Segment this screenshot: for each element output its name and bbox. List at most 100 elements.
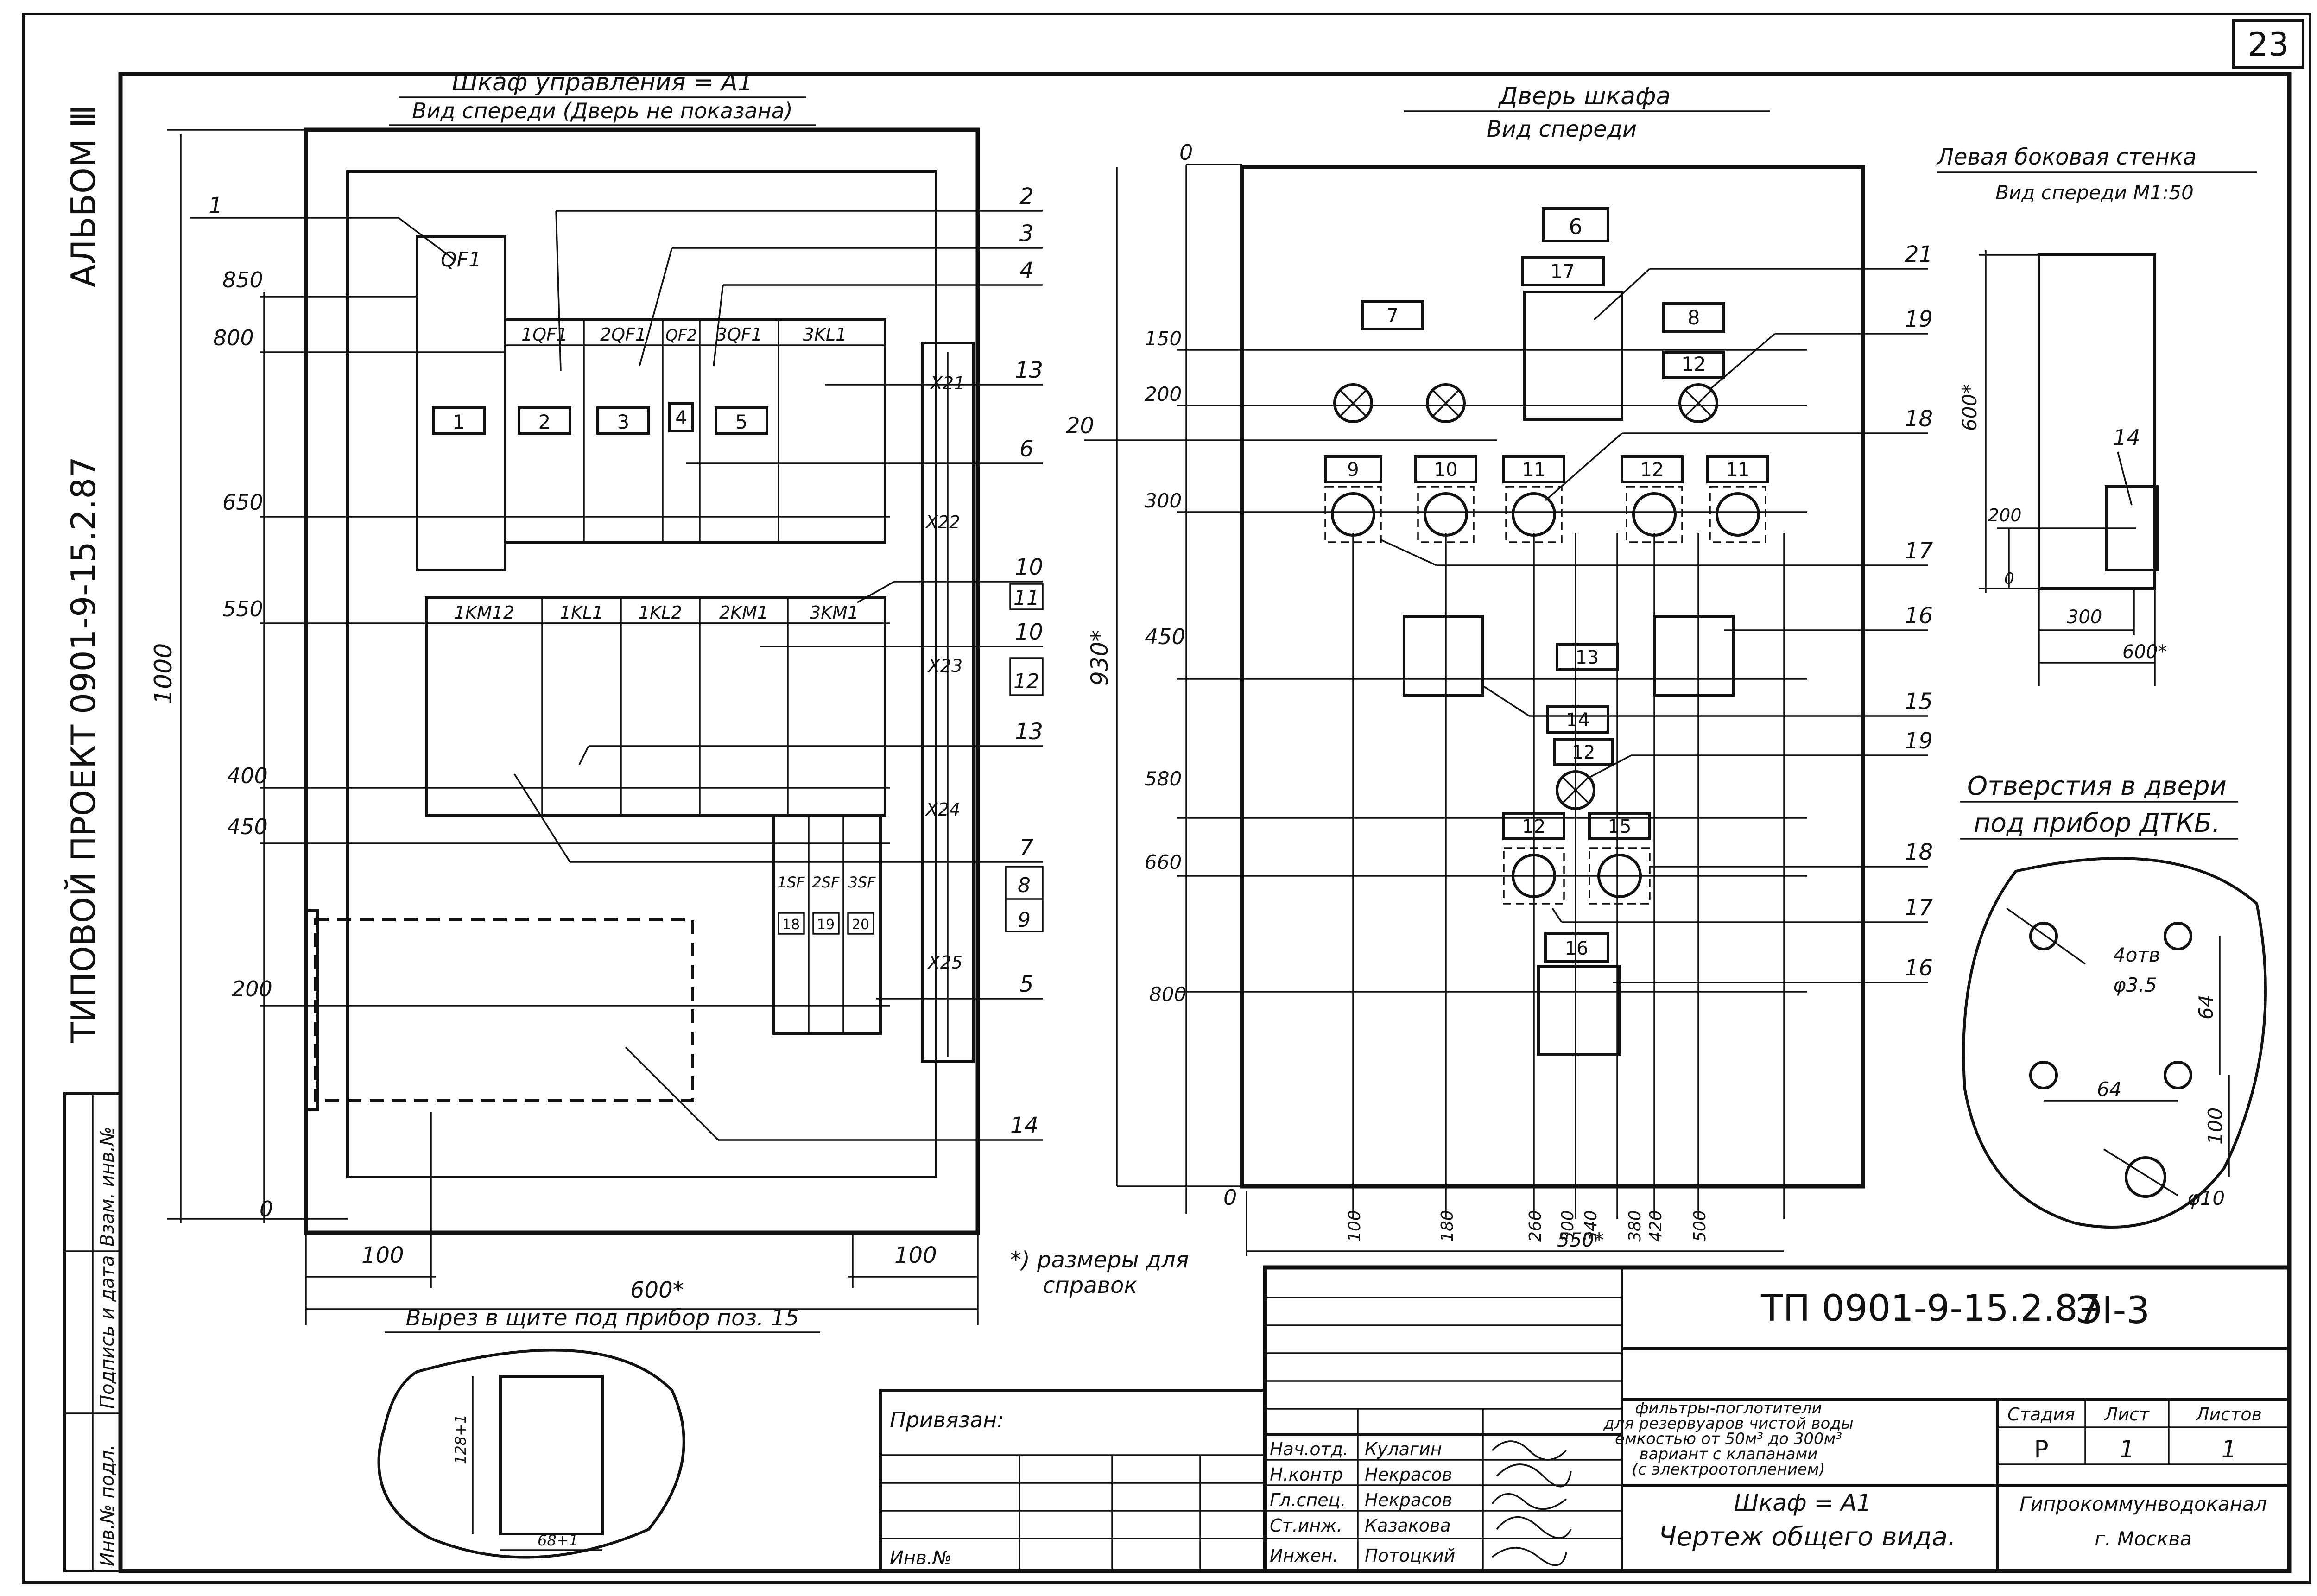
door-box-12d: 12: [1522, 816, 1546, 837]
note-line1: *) размеры для: [1010, 1247, 1189, 1273]
dim-650: 650: [222, 490, 263, 515]
door-box-8: 8: [1688, 306, 1700, 329]
sf-num-19: 19: [817, 917, 835, 933]
front-title: Шкаф управления = А1: [452, 69, 753, 96]
door-dim-300: 300: [1145, 489, 1182, 512]
module-qf2: QF2: [665, 326, 697, 345]
org-2: г. Москва: [2095, 1527, 2192, 1550]
dim-550: 550: [222, 596, 263, 621]
module-2qf1: 2QF1: [600, 324, 646, 345]
box-5: 5: [735, 411, 748, 433]
inner-frame: [118, 72, 2292, 1573]
leader-10a: 10: [1015, 554, 1043, 580]
sf-num-18: 18: [782, 917, 800, 933]
leader-1: 1: [209, 193, 223, 219]
door-bdim-340: 340: [1582, 1210, 1601, 1242]
leader-8: 8: [1018, 874, 1031, 897]
door-zero-top: 0: [1179, 140, 1193, 165]
sheet-code: ЭI-3: [2076, 1289, 2150, 1332]
door-bdim-500: 500: [1690, 1210, 1709, 1242]
module-3kl1: 3KL1: [803, 324, 847, 345]
hole-icon: [2164, 922, 2192, 950]
module-1sf: 1SF: [777, 874, 805, 891]
role-2: Н.контр: [1270, 1464, 1343, 1485]
door-box-12b: 12: [1640, 459, 1664, 481]
sheet-header: Лист: [2104, 1404, 2150, 1425]
sf-num-20: 20: [852, 917, 869, 933]
door-bdim-420: 420: [1646, 1210, 1665, 1242]
door-box-10: 10: [1434, 459, 1458, 481]
drawing-name-2: Чертеж общего вида.: [1659, 1522, 1956, 1552]
door-view: Дверь шкафа Вид спереди 0 930* 150 200 3…: [1066, 82, 1933, 1256]
dim-450: 450: [227, 814, 268, 839]
project-code: ТП 0901-9-15.2.87: [1760, 1288, 2101, 1330]
module-2sf: 2SF: [812, 874, 840, 891]
sheet-number: 23: [2247, 25, 2289, 63]
module-3qf1: 3QF1: [716, 324, 762, 345]
door-bdim-380: 380: [1626, 1210, 1645, 1242]
door-leader-18b: 18: [1905, 839, 1933, 865]
holes-dim-100: 100: [2204, 1108, 2227, 1145]
name-2: Некрасов: [1365, 1464, 1452, 1485]
stage-value: Р: [2034, 1436, 2048, 1463]
door-box-9: 9: [1347, 459, 1359, 481]
door-leader-17b: 17: [1905, 895, 1933, 921]
front-subtitle: Вид спереди (Дверь не показана): [412, 98, 793, 123]
switch-icon: [1417, 486, 1475, 543]
strip-cell-2: Подпись и дата: [97, 1255, 118, 1409]
door-dim-150: 150: [1145, 327, 1182, 350]
terminal-x24: X24: [925, 799, 960, 820]
strip-cell-1: Взам. инв.№: [97, 1127, 118, 1247]
terminal-x25: X25: [927, 952, 962, 973]
module-3km1: 3KM1: [810, 602, 859, 623]
holes-d35: φ3.5: [2113, 974, 2157, 996]
hole-icon: [2029, 1061, 2058, 1089]
door-box-17a: 17: [1550, 260, 1575, 283]
lamp-icon: [1426, 383, 1466, 423]
leader-11: 11: [1013, 586, 1039, 610]
side-dim-0: 0: [2004, 570, 2014, 588]
side-box-14: 14: [2113, 425, 2140, 450]
switch-icon: [1505, 486, 1563, 543]
terminal-x23: X23: [927, 656, 962, 676]
front-view: Шкаф управления = А1 Вид спереди (Дверь …: [150, 69, 1044, 1325]
holes-title-1: Отверстия в двери: [1967, 771, 2227, 801]
side-wall-title: Левая боковая стенка: [1936, 144, 2197, 170]
module-1km12: 1KM12: [454, 602, 514, 623]
door-box-6: 6: [1569, 214, 1582, 239]
door-box-12a: 12: [1681, 353, 1706, 375]
door-dim-200: 200: [1145, 383, 1182, 405]
door-title: Дверь шкафа: [1498, 82, 1671, 110]
sheets-header: Листов: [2195, 1404, 2262, 1425]
leader-13b: 13: [1015, 719, 1043, 745]
drawing-name-1: Шкаф = А1: [1734, 1489, 1872, 1516]
name-3: Некрасов: [1365, 1490, 1452, 1510]
module-1kl2: 1KL2: [639, 602, 682, 623]
door-leader-19a: 19: [1905, 306, 1933, 332]
door-bdim-100: 100: [1345, 1210, 1364, 1242]
switch-icon: [1503, 847, 1565, 905]
holes-title-2: под прибор ДТКБ.: [1974, 808, 2220, 838]
title-block: ТП 0901-9-15.2.87 ЭI-3 Нач.отд. Н.контр …: [879, 1265, 2292, 1573]
door-leader-18a: 18: [1905, 406, 1933, 432]
side-wall-subtitle: Вид спереди М1:50: [1995, 181, 2194, 204]
desc-3: емкостью от 50м³ до 300м³: [1615, 1430, 1842, 1448]
door-leader-17a: 17: [1905, 538, 1933, 564]
side-dim-600: 600*: [2122, 641, 2167, 663]
leader-12: 12: [1013, 670, 1039, 693]
door-box-14: 14: [1566, 709, 1590, 731]
sheet-number-box: [2232, 19, 2304, 69]
desc-4: вариант с клапанами: [1640, 1445, 1818, 1463]
leader-14: 14: [1010, 1113, 1038, 1139]
box-4: 4: [675, 407, 687, 429]
hole-icon: [2125, 1156, 2166, 1198]
door-height-930: 930*: [1086, 630, 1113, 686]
lamp-icon: [1678, 383, 1718, 423]
door-width-550: 550*: [1557, 1229, 1604, 1251]
cutout-title: Вырез в щите под прибор поз. 15: [405, 1305, 799, 1331]
dim-200: 200: [232, 976, 272, 1001]
door-leader-21: 21: [1905, 241, 1933, 267]
desc-5: (с электроотоплением): [1632, 1460, 1825, 1479]
door-dim-580: 580: [1145, 767, 1182, 790]
dim-400: 400: [227, 763, 268, 788]
